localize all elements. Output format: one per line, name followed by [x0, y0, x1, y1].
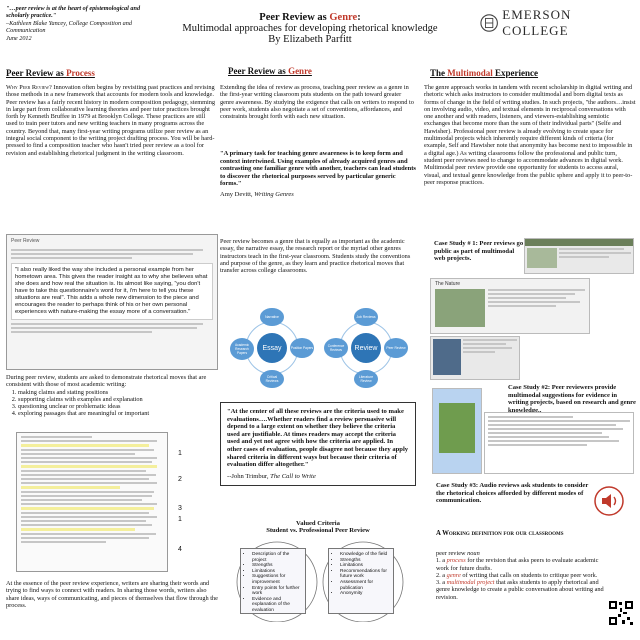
case-study-2: Case Study #2: Peer reviewers provide mu…: [508, 384, 636, 414]
panel-quote: "I also really liked the way she include…: [11, 263, 213, 320]
col3-heading: The Multimodal Experience: [430, 68, 539, 78]
valued-criteria-diagram: Description of the project Strengths Lim…: [222, 540, 418, 622]
criteria-item: Suggestions for improvement: [252, 574, 302, 585]
move-item: exploring passages that are meaningful o…: [18, 410, 218, 417]
review-sat-left: Conference Reviews: [324, 338, 348, 358]
logo-text: EMERSON COLLEGE: [502, 7, 572, 38]
criteria-item: Limitations: [252, 569, 302, 575]
criteria-item: Description of the project: [252, 552, 302, 563]
criteria-item: Assessment for publication: [340, 580, 390, 591]
definition-3: 3. a multimodal project that asks studen…: [436, 579, 604, 601]
criteria-item: Recommendations for future work: [340, 569, 390, 580]
professional-criteria-box: Knowledge of the field Strengths Limitat…: [328, 548, 394, 614]
annotation-number: 3: [178, 505, 182, 512]
devitt-attribution: Amy Devitt, Writing Genres: [220, 190, 294, 198]
case-study-1: Case Study # 1: Peer reviews go public a…: [434, 240, 524, 263]
poster-subtitle: Multimodal approaches for developing rhe…: [182, 23, 438, 34]
col1-essence-text: At the essence of the peer review experi…: [6, 580, 218, 609]
criteria-item: Strengths: [340, 558, 390, 564]
trimbur-attribution: --John Trimbur, The Call to Write: [227, 472, 316, 480]
panel-title: Peer Review: [11, 238, 40, 244]
criteria-item: Evidence and explanation of the evaluati…: [252, 597, 302, 614]
poster-title-block: Peer Review as Genre: Multimodal approac…: [160, 12, 460, 45]
col2-genre-text: Peer review becomes a genre that is equa…: [220, 238, 411, 275]
move-item: making claims and stating positions: [18, 389, 218, 396]
multimodal-collage-photo: [432, 388, 482, 474]
audio-speaker-icon[interactable]: [594, 486, 624, 516]
qr-code-icon[interactable]: [608, 600, 634, 626]
student-criteria-box: Description of the project Strengths Lim…: [240, 548, 306, 614]
essay-sat-top: Narrative: [260, 308, 284, 326]
criteria-item: Knowledge of the field: [340, 552, 390, 558]
col3-intro: The genre approach works in tandem with …: [424, 84, 636, 186]
web-project-thumb-3: [430, 336, 520, 380]
col1-during-text: During peer review, students are asked t…: [6, 374, 218, 418]
review-circle: Review: [351, 333, 381, 363]
criteria-item: Strengths: [252, 563, 302, 569]
col1-heading: Peer Review as Process: [6, 68, 95, 78]
move-item: supporting claims with examples and expl…: [18, 396, 218, 403]
genre-diagram: Essay Review Narrative Academic Research…: [220, 300, 416, 396]
annotated-draft-image: [16, 432, 168, 572]
col2-heading: Peer Review as Genre: [228, 66, 312, 76]
essay-sat-left: Academic Research Papers: [230, 338, 254, 360]
web-project-thumb-2: The Nature: [430, 278, 590, 334]
rhetorical-moves-list: making claims and stating positions supp…: [6, 389, 218, 418]
poster-title: Peer Review as Genre:: [259, 12, 361, 23]
review-sat-bottom: Literature Review: [354, 370, 378, 388]
annotation-number: 1: [178, 516, 182, 523]
annotation-number: 2: [178, 476, 182, 483]
definition-1: 1. a process for the revision that asks …: [436, 557, 599, 572]
col2-intro: Extending the idea of review as process,…: [220, 84, 414, 121]
trimbur-quote: "At the center of all these reviews are …: [220, 402, 416, 487]
annotation-number: 1: [178, 450, 182, 457]
annotation-number: 4: [178, 546, 182, 553]
review-sat-right: Peer Review: [384, 338, 408, 358]
quote-text: "…peer review is at the heart of epistem…: [6, 5, 141, 20]
definition-heading: A Working definition for our classrooms: [436, 530, 564, 537]
web-project-thumb-1: [524, 238, 634, 274]
valued-criteria-title: Valued Criteria Student vs. Professional…: [266, 520, 370, 534]
definition-2: 2. a genre of writing that calls on stud…: [436, 571, 598, 579]
col1-intro: Why Peer Review? Innovation often begins…: [6, 84, 216, 157]
essay-sat-bottom: Critical Reviews: [260, 370, 284, 388]
move-item: questioning unclear or problematic ideas: [18, 403, 218, 410]
quote-attribution: –Kathleen Blake Yancey, College Composit…: [6, 19, 132, 35]
criteria-item: Entry points for further work: [252, 586, 302, 597]
peer-review-screenshot: Peer Review "I also really liked the way…: [6, 234, 218, 370]
definition-term: peer review noun: [436, 550, 480, 557]
definition-block: peer review noun 1. a process for the re…: [436, 550, 606, 601]
devitt-quote: "A primary task for teaching genre aware…: [220, 150, 416, 198]
criteria-item: Limitations: [340, 563, 390, 569]
web-page-title: The Nature: [435, 281, 461, 287]
essay-circle: Essay: [257, 333, 287, 363]
multimodal-review-doc: [484, 412, 634, 474]
criteria-item: Anonymity: [340, 591, 390, 597]
college-logo: EMERSON COLLEGE: [480, 7, 630, 38]
case-study-3: Case Study #3: Audio reviews ask student…: [436, 482, 589, 505]
header-quote: "…peer review is at the heart of epistem…: [6, 5, 156, 42]
quote-date: June 2012: [6, 34, 32, 42]
essay-sat-right: Position Papers: [290, 338, 314, 358]
review-sat-top: Job Reviews: [354, 308, 378, 326]
college-seal-icon: [480, 14, 498, 32]
poster-author: By Elizabeth Parfitt: [268, 34, 352, 45]
